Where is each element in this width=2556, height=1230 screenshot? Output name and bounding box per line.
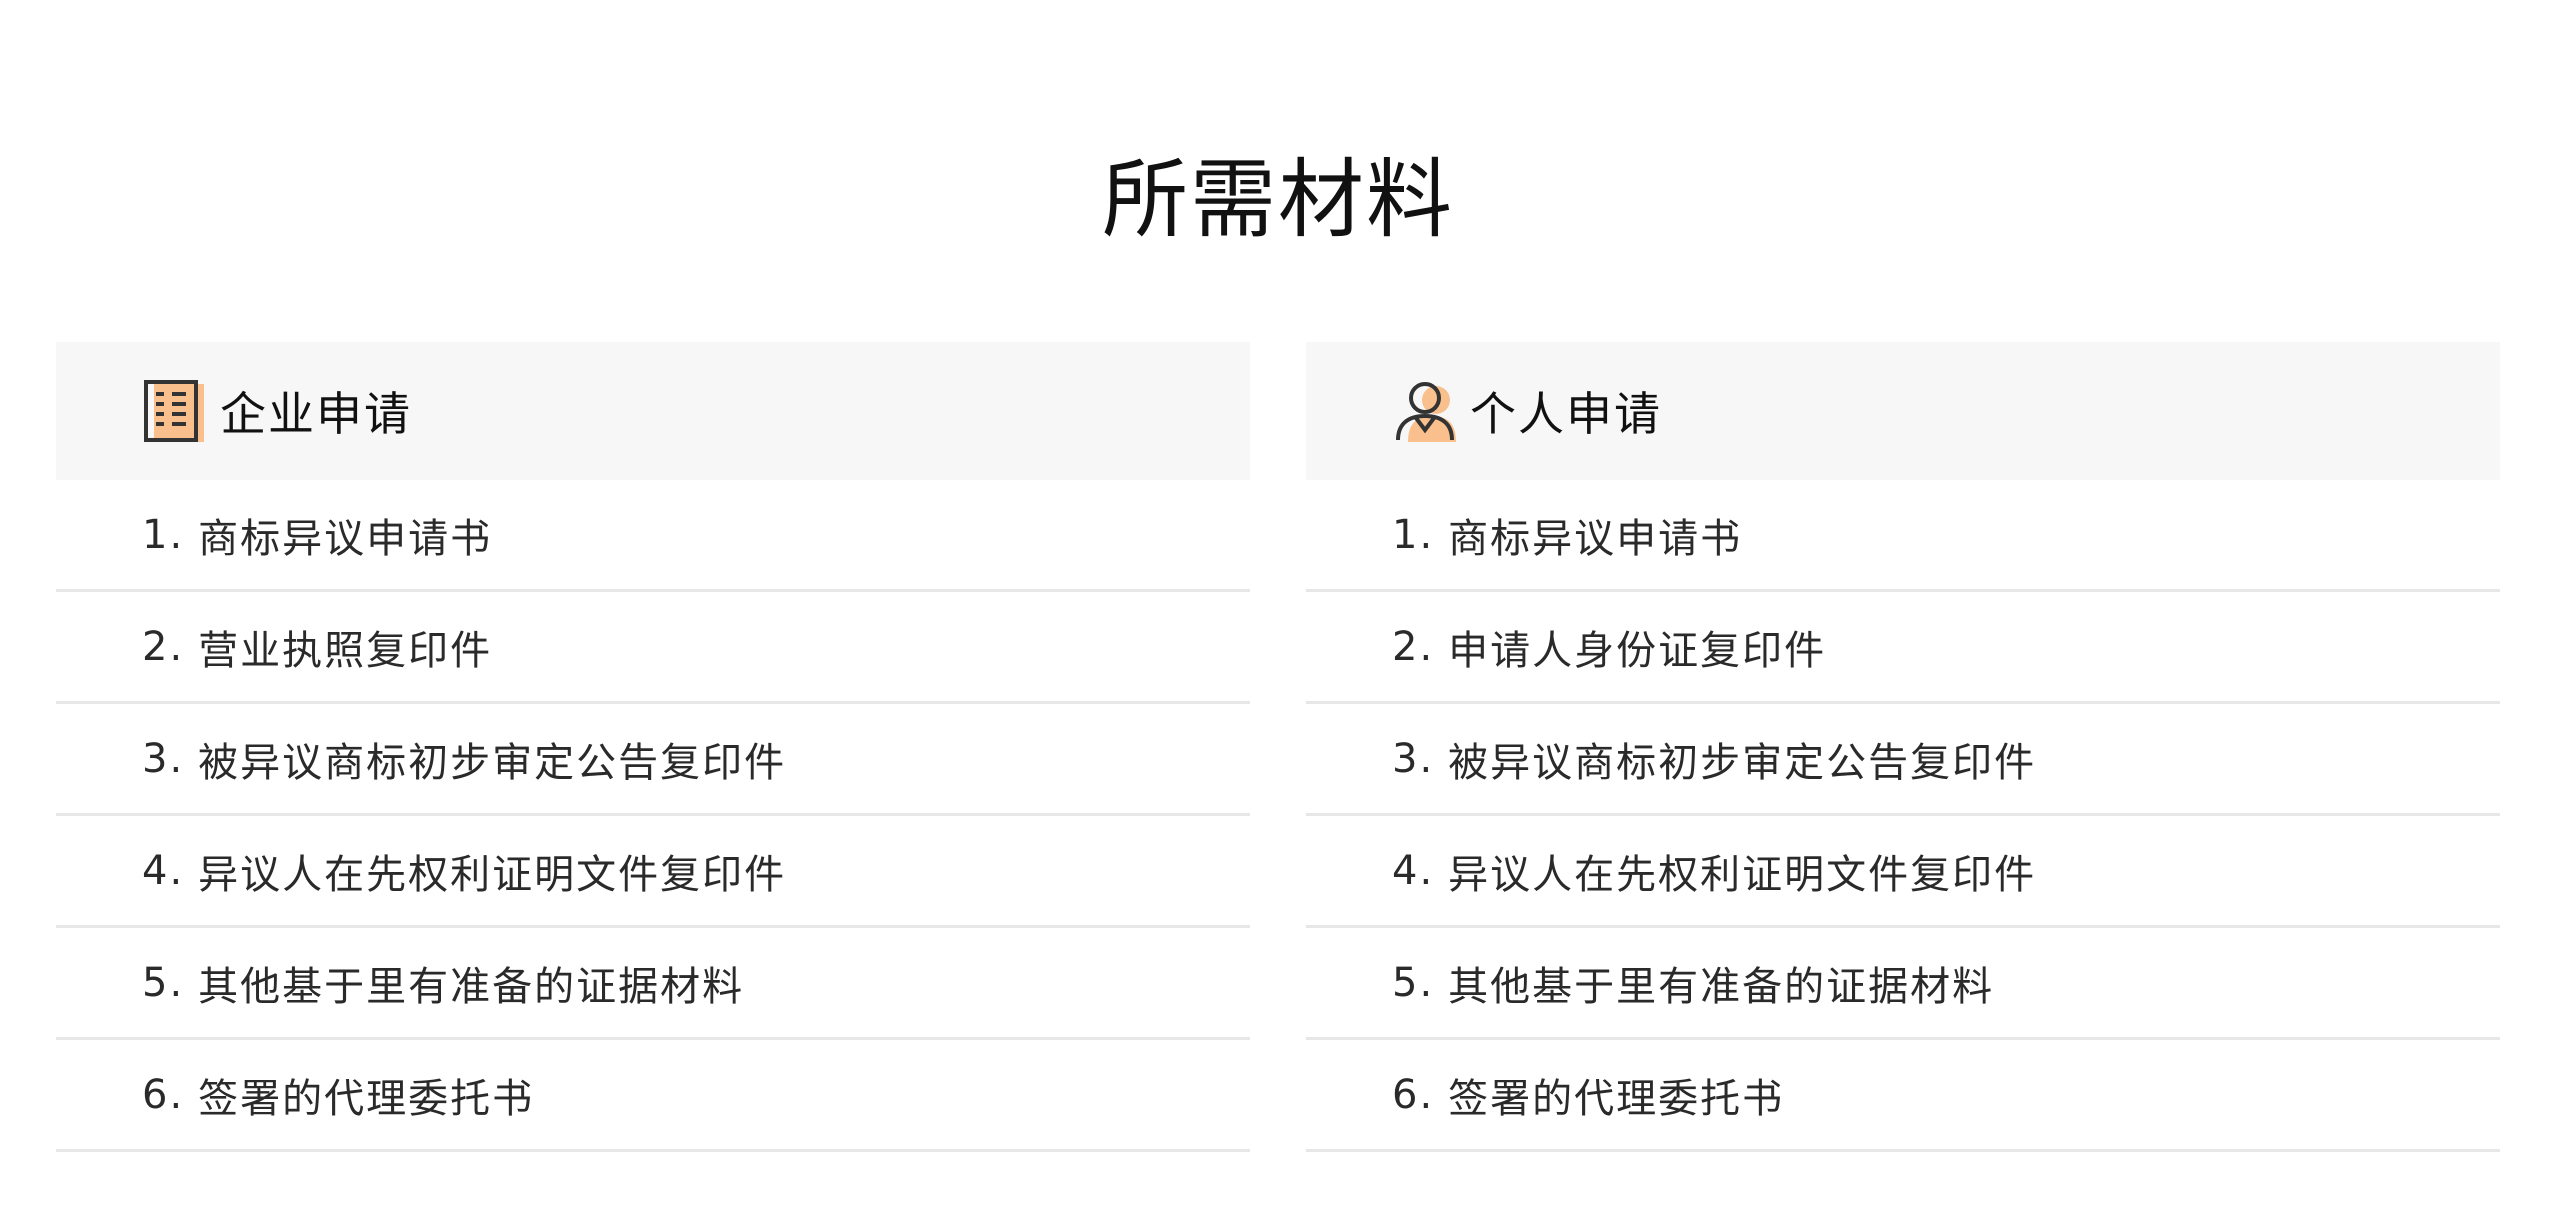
list-item: 3. 被异议商标初步审定公告复印件 <box>56 704 1250 816</box>
enterprise-column-title: 企业申请 <box>220 387 412 441</box>
item-text: 商标异议申请书 <box>1448 515 1743 562</box>
item-number: 3. <box>142 735 185 782</box>
individual-column: 个人申请 1. 商标异议申请书 2. 申请人身份证复印件 3. 被异议商标初步审定公告… <box>1306 342 2500 1152</box>
item-number: 1. <box>142 511 185 558</box>
list-item: 2. 营业执照复印件 <box>56 592 1250 704</box>
list-item: 1. 商标异议申请书 <box>56 480 1250 592</box>
materials-columns: 企业申请 1. 商标异议申请书 2. 营业执照复印件 3. 被异议商标初步审定公告复印… <box>56 342 2500 1152</box>
list-item: 6. 签署的代理委托书 <box>56 1040 1250 1152</box>
item-number: 1. <box>1392 511 1435 558</box>
item-text: 申请人身份证复印件 <box>1448 627 1827 674</box>
item-number: 4. <box>142 847 185 894</box>
list-item: 4. 异议人在先权利证明文件复印件 <box>1306 816 2500 928</box>
item-text: 签署的代理委托书 <box>198 1075 535 1122</box>
page-title: 所需材料 <box>1102 150 1454 250</box>
enterprise-column: 企业申请 1. 商标异议申请书 2. 营业执照复印件 3. 被异议商标初步审定公告复印… <box>56 342 1250 1152</box>
building-document-icon <box>142 378 208 444</box>
item-number: 6. <box>1392 1071 1435 1118</box>
list-item: 5. 其他基于里有准备的证据材料 <box>56 928 1250 1040</box>
individual-column-header: 个人申请 <box>1306 342 2500 480</box>
item-text: 被异议商标初步审定公告复印件 <box>1448 739 2037 786</box>
enterprise-column-header: 企业申请 <box>56 342 1250 480</box>
individual-column-title: 个人申请 <box>1470 387 1662 441</box>
list-item: 2. 申请人身份证复印件 <box>1306 592 2500 704</box>
list-item: 3. 被异议商标初步审定公告复印件 <box>1306 704 2500 816</box>
item-number: 5. <box>142 959 185 1006</box>
item-text: 商标异议申请书 <box>198 515 493 562</box>
item-number: 2. <box>1392 623 1435 670</box>
item-number: 3. <box>1392 735 1435 782</box>
item-number: 4. <box>1392 847 1435 894</box>
individual-materials-list: 1. 商标异议申请书 2. 申请人身份证复印件 3. 被异议商标初步审定公告复印件 4… <box>1306 480 2500 1152</box>
item-text: 签署的代理委托书 <box>1448 1075 1785 1122</box>
item-text: 异议人在先权利证明文件复印件 <box>1448 851 2037 898</box>
item-text: 异议人在先权利证明文件复印件 <box>198 851 787 898</box>
item-number: 5. <box>1392 959 1435 1006</box>
enterprise-materials-list: 1. 商标异议申请书 2. 营业执照复印件 3. 被异议商标初步审定公告复印件 4. 异… <box>56 480 1250 1152</box>
list-item: 1. 商标异议申请书 <box>1306 480 2500 592</box>
item-number: 2. <box>142 623 185 670</box>
list-item: 5. 其他基于里有准备的证据材料 <box>1306 928 2500 1040</box>
list-item: 4. 异议人在先权利证明文件复印件 <box>56 816 1250 928</box>
list-item: 6. 签署的代理委托书 <box>1306 1040 2500 1152</box>
item-text: 其他基于里有准备的证据材料 <box>198 963 745 1010</box>
person-icon <box>1392 378 1458 444</box>
item-text: 营业执照复印件 <box>198 627 493 674</box>
item-text: 被异议商标初步审定公告复印件 <box>198 739 787 786</box>
item-number: 6. <box>142 1071 185 1118</box>
item-text: 其他基于里有准备的证据材料 <box>1448 963 1995 1010</box>
